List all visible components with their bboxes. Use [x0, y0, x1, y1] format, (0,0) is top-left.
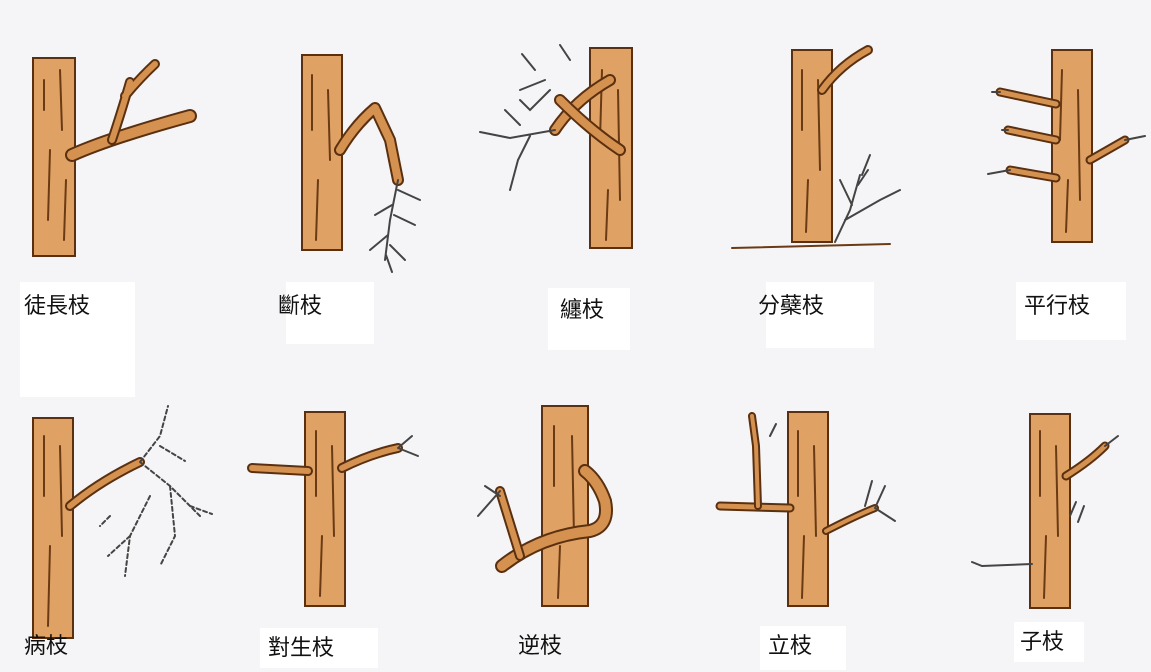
branch-label: 病枝 — [24, 634, 69, 659]
branch-label: 立枝 — [768, 634, 813, 659]
label-box — [1014, 622, 1084, 662]
water-sprout-illustration — [32, 57, 197, 257]
diseased-branch-illustration — [32, 405, 213, 639]
label-box — [548, 288, 630, 350]
label-box — [286, 282, 374, 344]
branch-label: 逆枝 — [518, 634, 563, 659]
diagram-parallel: 平行枝 — [920, 0, 1150, 340]
diagram-sub: 子枝 — [920, 336, 1150, 672]
parallel-branch-illustration — [987, 49, 1146, 243]
branch-label: 斷枝 — [278, 294, 323, 319]
upright-branch-illustration — [715, 411, 896, 607]
diagram-broken: 斷枝 — [230, 0, 460, 344]
label-box — [760, 626, 846, 670]
broken-branch-illustration — [301, 54, 421, 273]
opposite-branch-illustration — [247, 411, 419, 607]
label-box — [766, 282, 874, 348]
diagram-sucker: 分蘗枝 — [690, 0, 920, 348]
diagram-upright: 立枝 — [690, 336, 920, 672]
branch-label: 子枝 — [1020, 630, 1065, 655]
diagram-diseased: 病枝 — [0, 336, 230, 672]
branch-label: 對生枝 — [268, 636, 335, 661]
sub-branch-illustration — [971, 413, 1119, 609]
reverse-branch-illustration — [477, 405, 613, 607]
branch-label: 徒長枝 — [24, 294, 91, 319]
branch-label: 平行枝 — [1024, 294, 1091, 319]
sucker-branch-illustration — [731, 45, 901, 249]
branch-label: 纏枝 — [560, 298, 605, 323]
tangled-branch-illustration — [479, 44, 633, 249]
diagram-opposite: 對生枝 — [230, 336, 460, 672]
label-box — [1016, 282, 1126, 340]
branch-label: 分蘗枝 — [758, 294, 825, 319]
diagram-reverse: 逆枝 — [460, 336, 690, 672]
diagram-tangled: 纏枝 — [460, 0, 690, 350]
label-box — [260, 628, 378, 668]
label-box — [20, 282, 135, 397]
diagram-water-sprout: 徒長枝 — [0, 0, 230, 397]
